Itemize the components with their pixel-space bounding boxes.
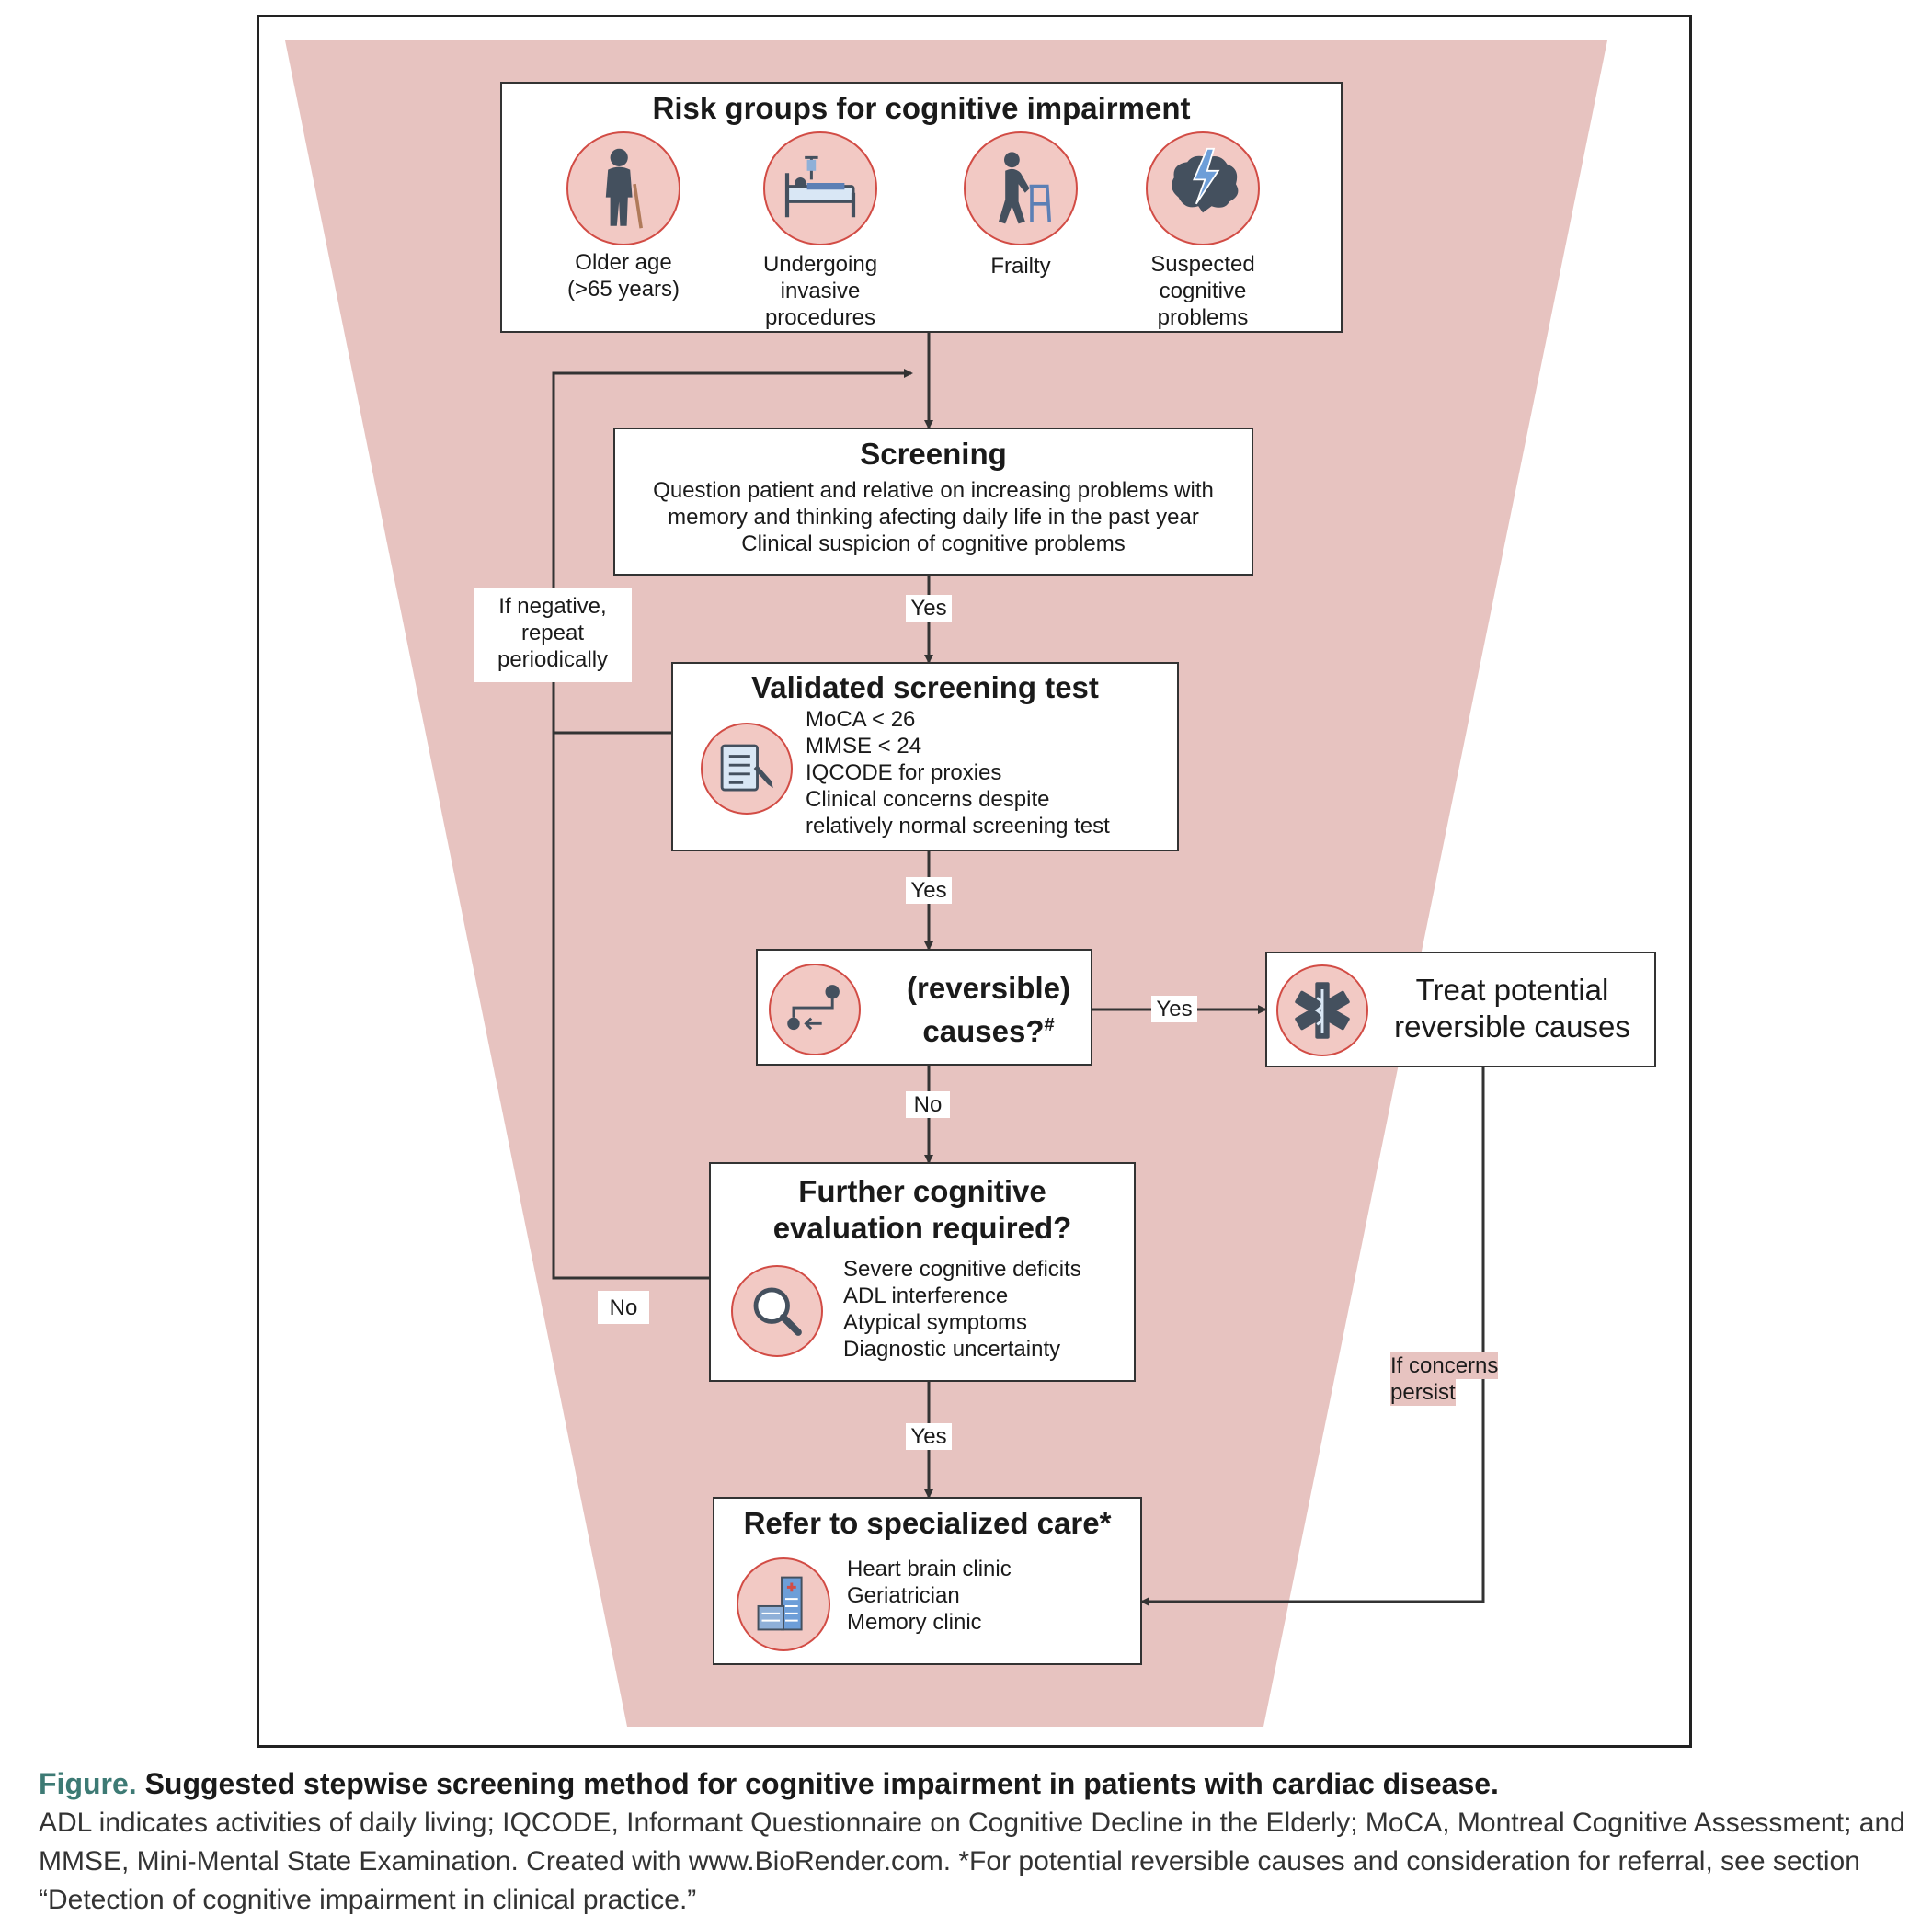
risk-label-line: Suspected xyxy=(1150,252,1255,277)
caption-title-text: Suggested stepwise screening method for … xyxy=(144,1767,1499,1800)
screening-line: Question patient and relative on increas… xyxy=(653,478,1214,503)
further-title-line: evaluation required? xyxy=(772,1211,1072,1245)
hash-footnote: # xyxy=(1044,1015,1055,1035)
further-evaluation-list: Severe cognitive deficits ADL interferen… xyxy=(843,1256,1081,1363)
arrow-treat-to-refer xyxy=(1140,1067,1485,1606)
hospital-building-icon xyxy=(737,1557,830,1651)
test-item: MoCA < 26 xyxy=(806,707,916,732)
treat-title-line: Treat potential xyxy=(1415,973,1609,1007)
risk-label-line: Undergoing xyxy=(762,252,878,277)
further-evaluation-title: Further cognitive evaluation required? xyxy=(711,1173,1134,1247)
repeat-periodically-label: If negative, repeat periodically xyxy=(474,588,632,682)
screening-box: Screening Question patient and relative … xyxy=(613,428,1253,576)
refer-item: Memory clinic xyxy=(847,1610,982,1635)
refer-title: Refer to specialized care* xyxy=(743,1506,1112,1540)
risk-label-line: problems xyxy=(1157,305,1249,330)
elderly-person-icon xyxy=(566,131,680,245)
risk-label-frailty: Frailty xyxy=(938,253,1103,280)
brain-lightning-icon xyxy=(1146,131,1260,245)
star-of-life-icon xyxy=(1276,964,1368,1056)
reversible-causes-title: (reversible) causes?# xyxy=(886,971,1091,1049)
figure-frame: Risk groups for cognitive impairment xyxy=(257,15,1692,1748)
checklist-icon xyxy=(701,723,793,815)
validated-test-box: Validated screening test MoCA < 26 MMSE … xyxy=(671,662,1179,851)
hospital-bed-icon xyxy=(763,131,877,245)
risk-label-line: Frailty xyxy=(990,254,1051,279)
repeat-line: periodically xyxy=(497,647,609,672)
further-item: Atypical symptoms xyxy=(843,1310,1028,1335)
further-evaluation-box: Further cognitive evaluation required? S… xyxy=(709,1162,1136,1382)
reversible-title-line: (reversible) xyxy=(907,971,1070,1005)
refer-item: Geriatrician xyxy=(847,1583,960,1608)
risk-label-older-age: Older age (>65 years) xyxy=(541,249,706,302)
test-item: MMSE < 24 xyxy=(806,734,922,759)
risk-groups-title: Risk groups for cognitive impairment xyxy=(652,91,1191,125)
test-item: relatively normal screening test xyxy=(806,814,1110,839)
risk-label-line: cognitive xyxy=(1159,279,1247,303)
refer-box: Refer to specialized care* Heart brain c… xyxy=(713,1497,1142,1665)
concerns-persist-label: If concerns persist xyxy=(1387,1352,1506,1406)
figure-caption-body: ADL indicates activities of daily living… xyxy=(39,1808,1905,1915)
risk-label-line: (>65 years) xyxy=(566,277,680,302)
test-item: Clinical concerns despite xyxy=(806,787,1050,812)
path-flow-icon xyxy=(769,964,861,1055)
magnifier-icon xyxy=(731,1265,823,1357)
repeat-line: repeat xyxy=(520,621,585,645)
yes-label-reversible: Yes xyxy=(1151,996,1197,1022)
risk-label-line: Older age xyxy=(575,250,672,275)
treat-box: Treat potential reversible causes xyxy=(1265,952,1656,1067)
persist-line: If concerns xyxy=(1390,1352,1499,1379)
screening-text: Question patient and relative on increas… xyxy=(615,477,1252,557)
refer-list: Heart brain clinic Geriatrician Memory c… xyxy=(847,1556,1012,1636)
figure-caption-title: Figure. Suggested stepwise screening met… xyxy=(39,1765,1896,1802)
reversible-title-line: causes? xyxy=(922,1014,1045,1048)
further-item: Severe cognitive deficits xyxy=(843,1257,1081,1282)
persist-line: persist xyxy=(1390,1379,1456,1406)
no-label-further: No xyxy=(598,1291,649,1324)
screening-line: memory and thinking afecting daily life … xyxy=(668,505,1199,530)
validated-test-title: Validated screening test xyxy=(751,670,1099,704)
yes-label-further: Yes xyxy=(906,1423,952,1450)
risk-label-line: procedures xyxy=(764,305,876,330)
treat-title: Treat potential reversible causes xyxy=(1378,972,1647,1045)
yes-label-test: Yes xyxy=(906,877,952,904)
further-item: ADL interference xyxy=(843,1283,1009,1308)
yes-label-screening: Yes xyxy=(906,595,952,622)
further-item: Diagnostic uncertainty xyxy=(843,1337,1061,1362)
risk-label-suspected: Suspected cognitive problems xyxy=(1120,251,1286,331)
feedback-loop-line xyxy=(552,369,913,1280)
walker-person-icon xyxy=(964,131,1078,245)
risk-label-invasive: Undergoing invasive procedures xyxy=(737,251,903,331)
screening-line: Clinical suspicion of cognitive problems xyxy=(741,531,1126,556)
risk-label-line: invasive xyxy=(780,279,861,303)
no-label-reversible: No xyxy=(906,1091,950,1118)
treat-title-line: reversible causes xyxy=(1394,1010,1630,1044)
risk-groups-box: Risk groups for cognitive impairment xyxy=(500,82,1343,333)
further-title-line: Further cognitive xyxy=(798,1174,1046,1208)
repeat-line: If negative, xyxy=(498,594,607,619)
test-item: IQCODE for proxies xyxy=(806,760,1002,785)
validated-test-list: MoCA < 26 MMSE < 24 IQCODE for proxies C… xyxy=(806,706,1110,839)
screening-title: Screening xyxy=(860,437,1007,471)
figure-label: Figure. xyxy=(39,1767,137,1800)
refer-item: Heart brain clinic xyxy=(847,1557,1012,1581)
reversible-causes-box: (reversible) causes?# xyxy=(756,949,1092,1066)
